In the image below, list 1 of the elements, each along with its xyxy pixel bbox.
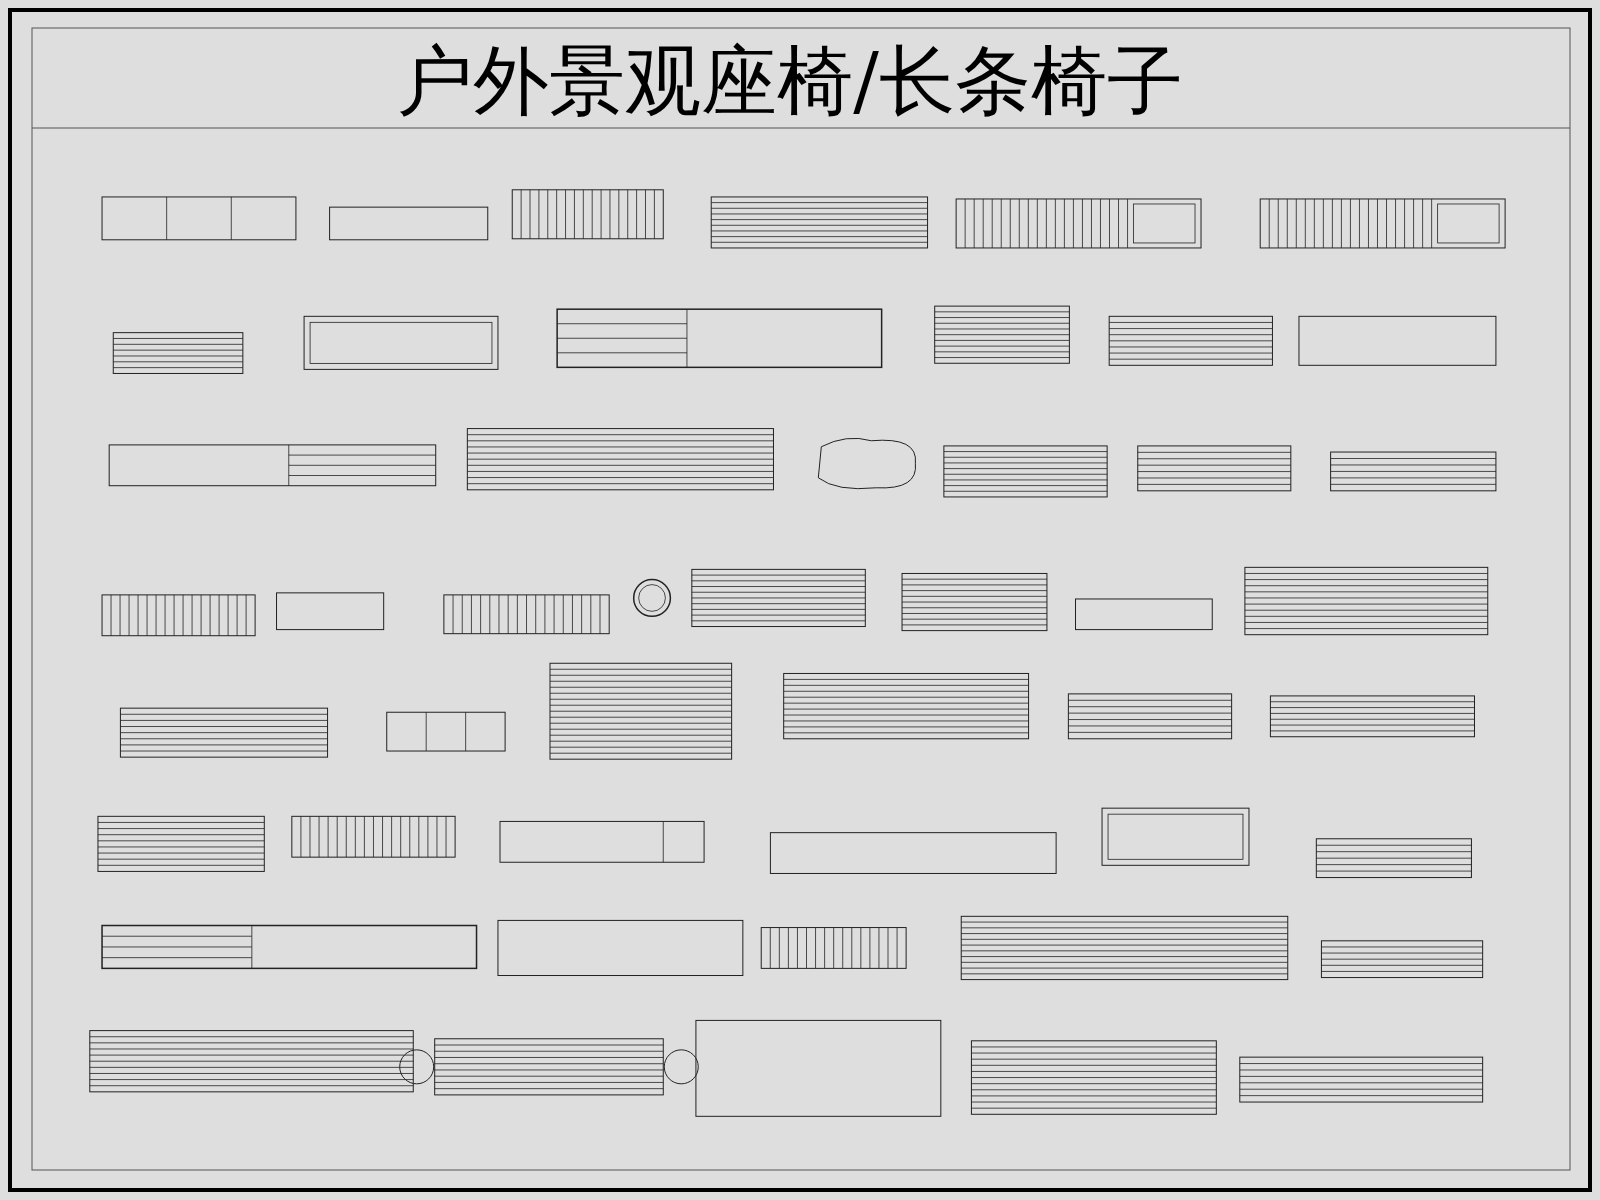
title: 户外景观座椅/长条椅子: [396, 36, 1184, 126]
